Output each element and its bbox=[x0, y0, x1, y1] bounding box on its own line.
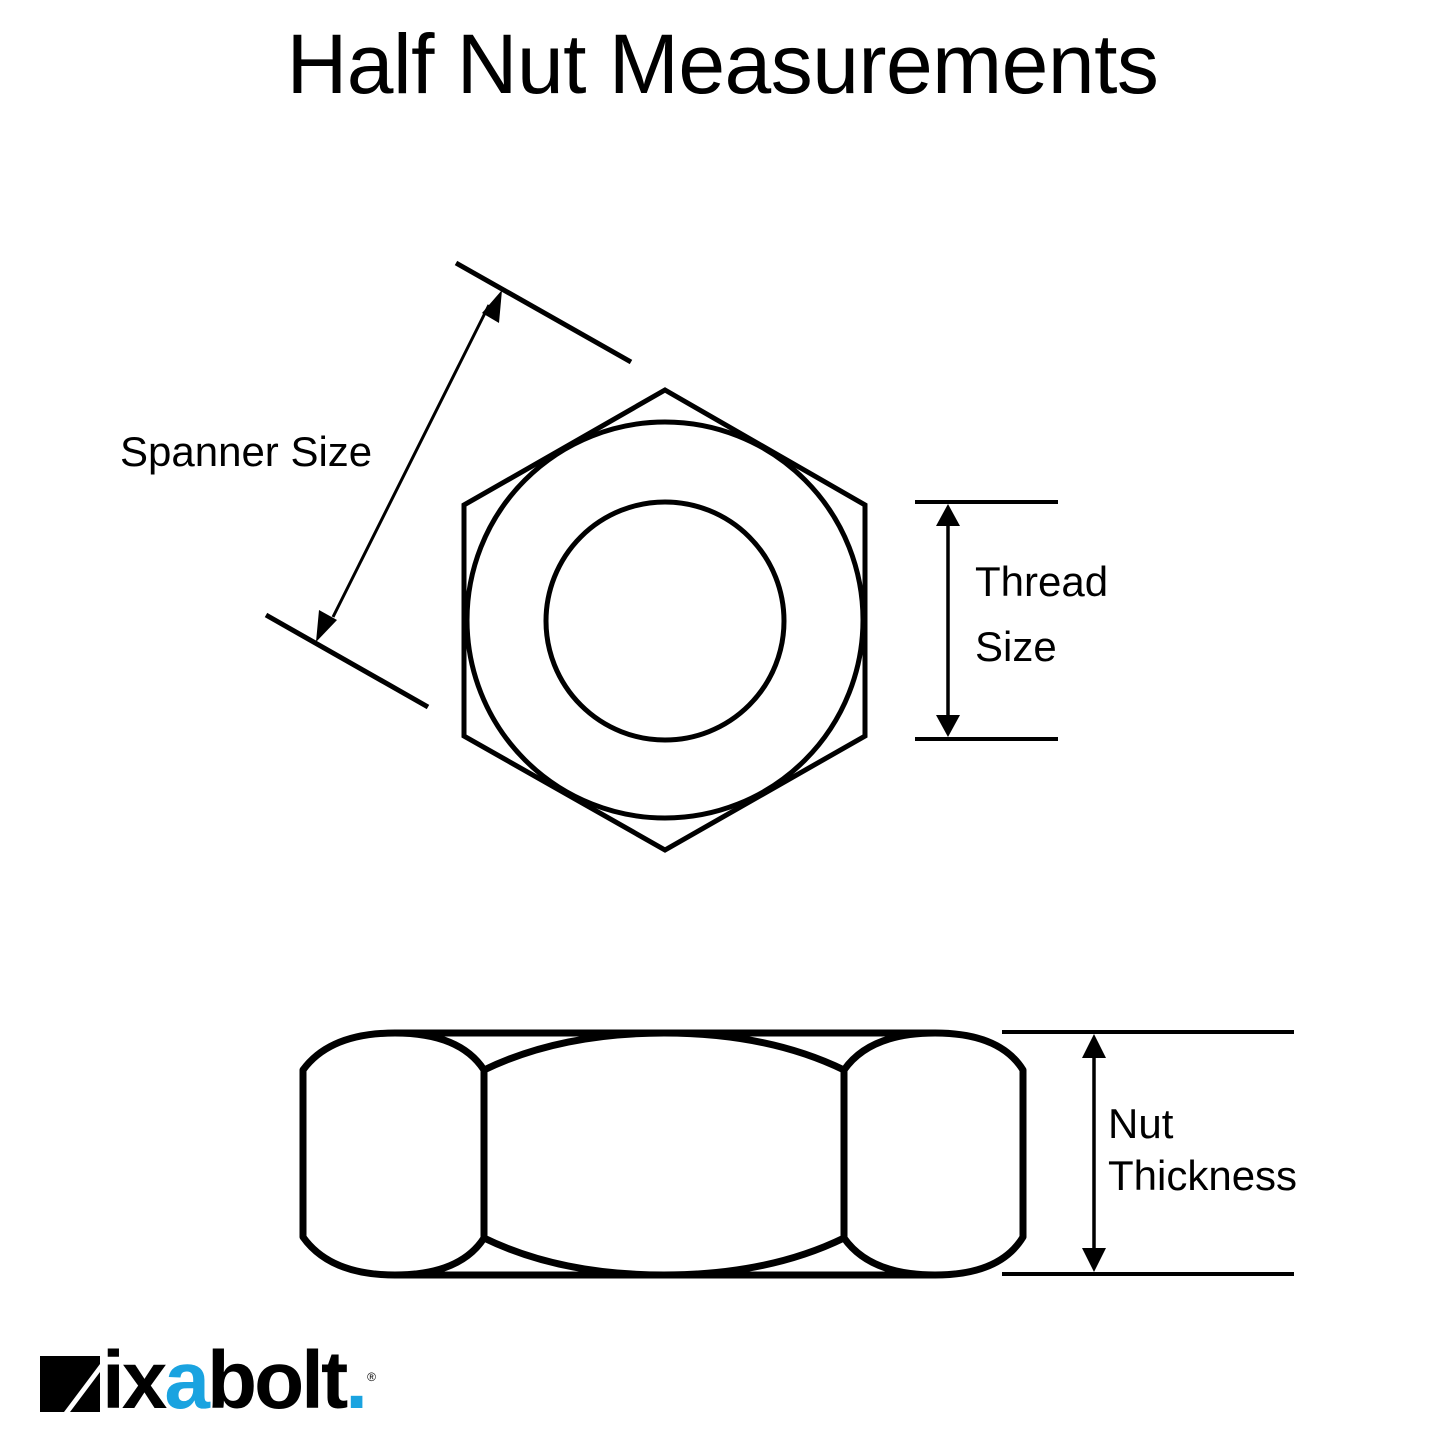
logo-text-accent: a bbox=[164, 1335, 210, 1426]
nut-thickness-label-line2: Thickness bbox=[1108, 1152, 1298, 1199]
thread-hole-circle bbox=[543, 499, 787, 743]
nut-thickness-dimension bbox=[1002, 1030, 1294, 1276]
diagram-title: Half Nut Measurements bbox=[286, 17, 1159, 111]
side-outline bbox=[299, 1029, 1027, 1279]
thread-size-label-line1: Thread bbox=[975, 558, 1109, 605]
side-view bbox=[299, 1029, 1027, 1279]
logo-f-mark-icon bbox=[40, 1356, 100, 1412]
chamfer-circle bbox=[464, 419, 866, 821]
center-face-bottom-arc bbox=[482, 1234, 846, 1279]
thread-size-label-line2: Size bbox=[975, 623, 1057, 670]
spanner-size-dimension bbox=[264, 260, 633, 710]
logo-dot: . bbox=[345, 1335, 368, 1426]
right-face-arc bbox=[840, 1029, 936, 1279]
top-view bbox=[461, 387, 868, 853]
nut-thickness-label-line1: Nut bbox=[1108, 1100, 1174, 1147]
spanner-size-label: Spanner Size bbox=[120, 428, 373, 475]
registered-mark: ® bbox=[367, 1370, 376, 1384]
logo-text-bolt: bolt bbox=[207, 1335, 348, 1426]
thread-size-dimension bbox=[915, 500, 1058, 741]
hexagon-outline bbox=[461, 387, 868, 853]
center-face-top-arc bbox=[482, 1029, 846, 1074]
logo-text-ix: ix bbox=[102, 1335, 167, 1426]
left-face-arc bbox=[394, 1029, 488, 1279]
